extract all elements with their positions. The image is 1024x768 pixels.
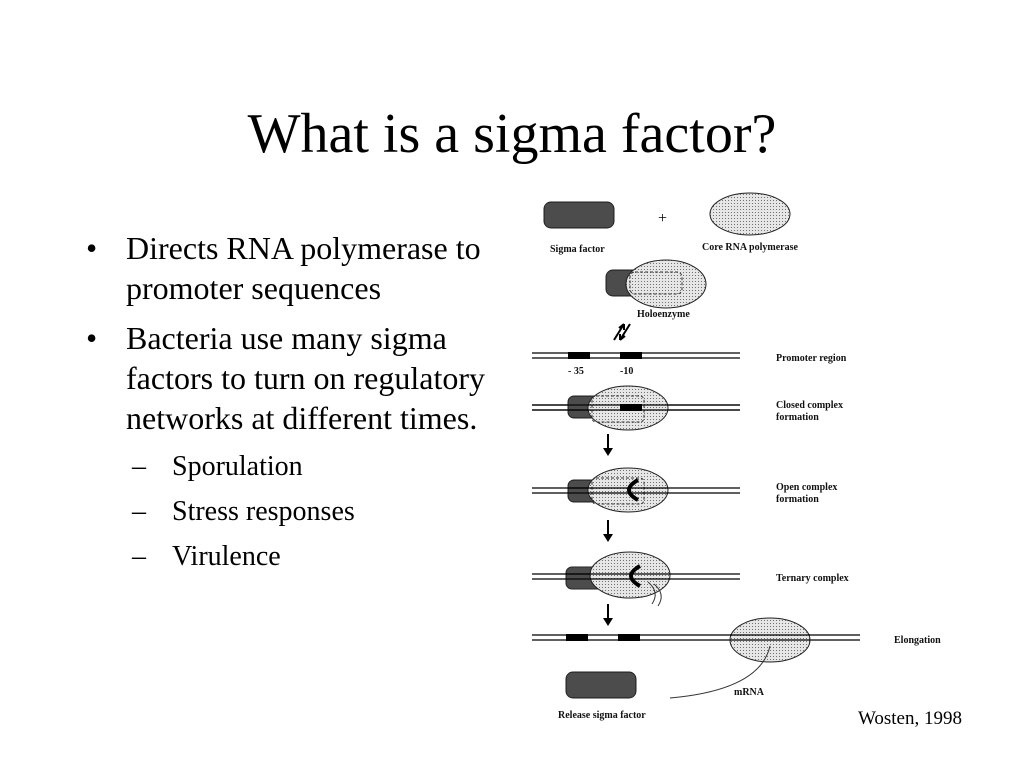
open-complex-label: Open complex <box>776 482 837 493</box>
down-arrow-icon <box>603 604 613 626</box>
citation: Wosten, 1998 <box>857 708 962 729</box>
promoter-dna <box>532 352 740 359</box>
core-polymerase-label: Core RNA polymerase <box>702 242 798 253</box>
sub-bullet-marker: – <box>132 541 146 572</box>
released-sigma-shape <box>565 671 637 699</box>
bullet-text: Directs RNA polymerase to promoter seque… <box>126 230 481 306</box>
sub-bullet-text: Stress responses <box>172 496 355 527</box>
sub-bullet-marker: – <box>132 496 146 527</box>
elongation-complex <box>532 617 860 699</box>
closed-complex <box>532 385 740 431</box>
sigma-factor-shape <box>543 201 615 229</box>
open-complex-label-2: formation <box>776 494 819 505</box>
down-arrow-icon <box>603 520 613 542</box>
bullet-list: • Directs RNA polymerase to promoter seq… <box>86 228 486 589</box>
sub-bullet-marker: – <box>132 451 146 482</box>
sigma-factor-diagram: Sigma factor + Core RNA polymerase Holoe… <box>532 192 941 721</box>
bullet-item: • Directs RNA polymerase to promoter seq… <box>86 228 486 308</box>
sub-bullet-list: –Sporulation –Stress responses –Virulenc… <box>126 444 486 579</box>
sub-bullet-item: –Sporulation <box>126 444 486 489</box>
sub-bullet-item: –Virulence <box>126 534 486 579</box>
bullet-marker: • <box>86 320 98 356</box>
bullet-text: Bacteria use many sigma factors to turn … <box>126 320 485 436</box>
minus35-label: - 35 <box>568 366 584 377</box>
equilibrium-arrows-icon <box>613 323 631 341</box>
holoenzyme-sigma-outline <box>629 271 683 295</box>
sub-bullet-item: –Stress responses <box>126 489 486 534</box>
closed-complex-label: Closed complex <box>776 400 843 411</box>
promoter-region-label: Promoter region <box>776 353 847 364</box>
holoenzyme-label: Holoenzyme <box>637 309 690 320</box>
open-complex <box>532 467 740 513</box>
down-arrow-icon <box>603 434 613 456</box>
ternary-complex-label: Ternary complex <box>776 573 849 584</box>
core-polymerase-shape <box>709 192 791 236</box>
bullet-marker: • <box>86 230 98 266</box>
plus-sign: + <box>658 210 667 227</box>
release-sigma-label: Release sigma factor <box>558 710 646 721</box>
sub-bullet-text: Virulence <box>172 541 281 572</box>
ternary-complex <box>532 551 740 607</box>
mrna-label: mRNA <box>734 687 765 698</box>
closed-complex-label-2: formation <box>776 412 819 423</box>
minus10-label: -10 <box>620 366 633 377</box>
elongation-label: Elongation <box>894 635 941 646</box>
sub-bullet-text: Sporulation <box>172 451 303 482</box>
holoenzyme-core <box>625 259 707 309</box>
sigma-factor-label: Sigma factor <box>550 244 605 255</box>
bullet-item: • Bacteria use many sigma factors to tur… <box>86 318 486 579</box>
slide-title: What is a sigma factor? <box>247 103 777 165</box>
